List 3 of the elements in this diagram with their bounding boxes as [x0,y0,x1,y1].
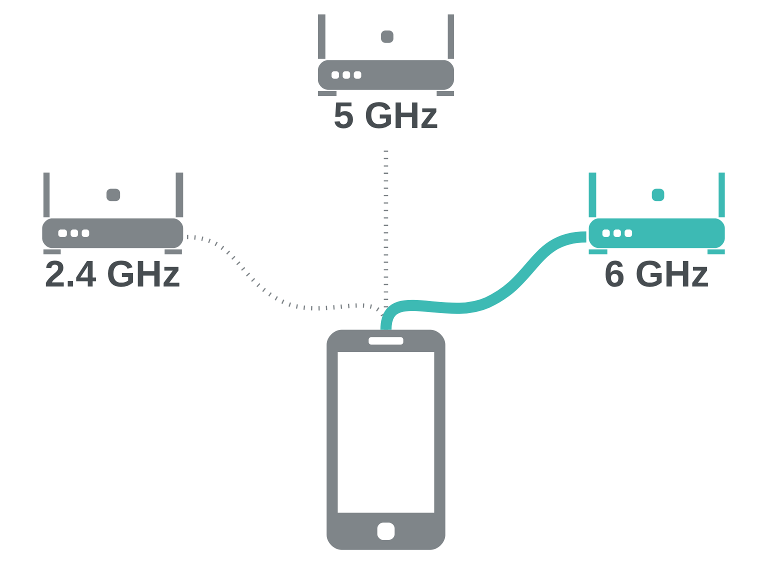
node-label: 6 GHz [604,252,709,294]
node-label: 2.4 GHz [44,252,180,294]
node-label: 5 GHz [332,94,438,136]
